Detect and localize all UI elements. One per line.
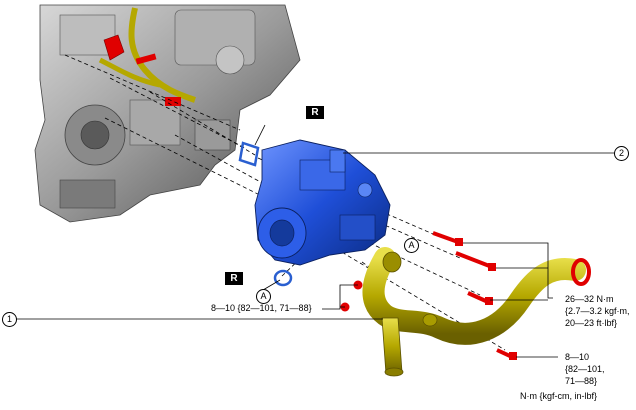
units-note: N·m {kgf-cm, in-lbf} [520, 391, 598, 401]
engine-block [34, 4, 301, 223]
callout-part-2: 2 [614, 146, 629, 161]
replace-badge-lower: R [225, 272, 243, 285]
bolt-upper-1 [432, 231, 463, 246]
leader-lines [13, 152, 614, 358]
bolt-upper-2 [455, 251, 496, 271]
callout-part-1: 1 [2, 312, 17, 327]
torque-spec-bottom-line2: {82—101, [565, 364, 605, 374]
torque-spec-right-line3: 20—23 ft·lbf} [565, 318, 618, 328]
bolt-lower [496, 348, 517, 360]
coolant-pipe [362, 247, 591, 377]
water-pump-assembly [254, 139, 391, 266]
torque-spec-right-line2: {2.7—3.2 kgf·m, [565, 306, 630, 316]
lower-gasket [273, 269, 293, 287]
torque-spec-left: 8—10 {82—101, 71—88} [211, 303, 312, 313]
torque-spec-bottom-line3: 71—88} [565, 376, 598, 386]
upper-gasket [238, 141, 260, 167]
torque-spec-bottom-line1: 8—10 [565, 352, 590, 362]
callout-ref-a-upper: A [404, 238, 419, 253]
torque-spec-right-line1: 26—32 N·m [565, 294, 614, 304]
bolt-middle [467, 291, 493, 305]
leader-r-upper [254, 124, 266, 146]
callout-ref-a-lower: A [256, 289, 271, 304]
replace-badge-upper: R [306, 106, 324, 119]
